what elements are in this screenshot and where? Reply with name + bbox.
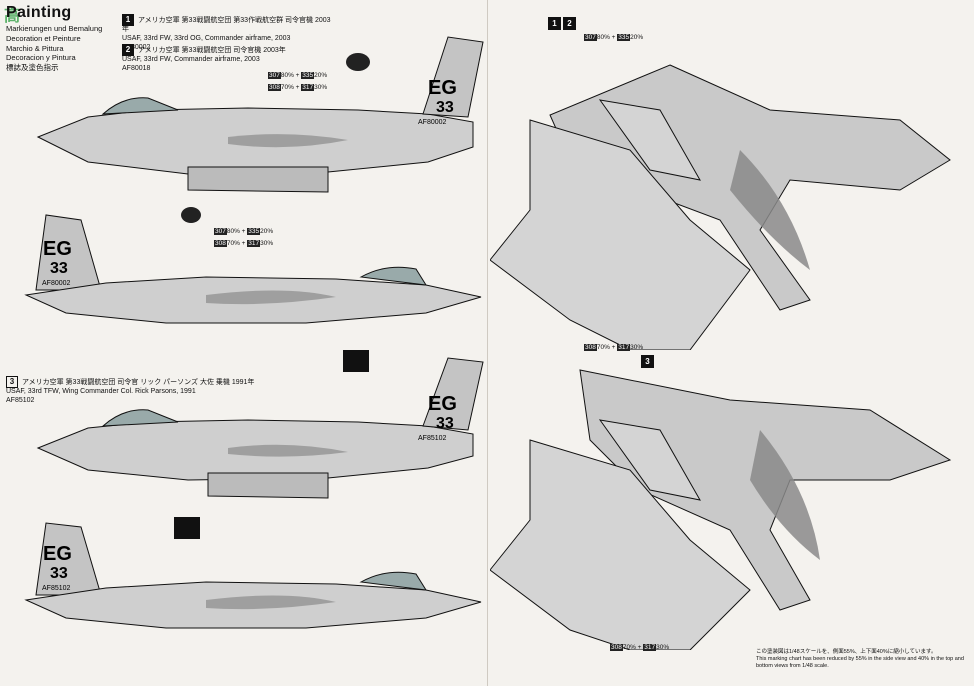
vertical-tail <box>422 357 484 431</box>
camouflage-patch <box>730 150 810 270</box>
scale-note: この塗装図は1/48スケールを、側面55%、上下面40%に縮小しています。 Th… <box>756 649 966 670</box>
camouflage-patch <box>206 595 336 610</box>
tail-serial: AF80002 <box>418 119 447 126</box>
fuel-tank <box>187 166 329 193</box>
eagle-emblem-icon <box>181 207 201 223</box>
subtitle: 標誌及塗色指示 <box>6 63 59 73</box>
side-view-aircraft-2: EG 33 AF80002 <box>24 207 482 324</box>
caption-serial: AF80018 <box>122 64 151 72</box>
fuel-tank <box>207 472 329 499</box>
caption-1: 1 アメリカ空軍 第33戦闘航空団 第33作戦航空群 司令官機 2003年 US… <box>122 14 332 52</box>
tail-serial: AF80002 <box>42 280 71 287</box>
paint-callout: 30870% + 31730% <box>268 84 328 91</box>
caption-serial: AF80002 <box>122 43 151 51</box>
canopy <box>101 409 179 427</box>
canopy <box>101 97 179 115</box>
camouflage-patch <box>750 430 820 560</box>
scale-note-en: This marking chart has been reduced by 5… <box>756 656 964 669</box>
caption-2: 2 アメリカ空軍 第33戦闘航空団 司令官機 2003年 USAF, 33rd … <box>122 44 332 74</box>
bottom-view <box>490 119 751 350</box>
stabilizer <box>598 99 701 181</box>
paint-callout: 30780% + 33520% <box>584 34 644 41</box>
side-view-aircraft-3: EG 33 AF85102 <box>36 350 484 499</box>
caption-en: USAF, 33rd FW, 33rd OG, Commander airfra… <box>122 34 291 42</box>
paint-callout: 30780% + 33520% <box>268 72 328 79</box>
canopy <box>359 266 427 286</box>
paint-callout: 30870% + 31730% <box>214 240 274 247</box>
tail-code: EG <box>43 238 72 260</box>
caption-jp: アメリカ空軍 第33戦闘航空団 司令官機 2003年 <box>137 46 286 54</box>
vertical-tail <box>422 36 484 118</box>
tail-number: 33 <box>436 415 454 432</box>
canopy <box>359 571 427 591</box>
page-title: Painting <box>6 4 72 21</box>
top-bottom-views-3 <box>490 369 952 650</box>
tail-code: EG <box>428 77 457 99</box>
bottom-view <box>490 439 751 650</box>
top-bottom-views-12 <box>490 64 951 350</box>
stabilizer <box>598 419 701 501</box>
caption-jp: アメリカ空軍 第33戦闘航空団 司令官 リック パーソンズ 大佐 乗機 1991… <box>21 378 255 386</box>
caption-3: 3 アメリカ空軍 第33戦闘航空団 司令官 リック パーソンズ 大佐 乗機 19… <box>6 376 276 406</box>
version-marks-bottom: 3 <box>641 355 656 368</box>
tail-code: EG <box>43 543 72 565</box>
subtitle: Marchio & Pittura <box>6 43 64 53</box>
version-mark: 3 <box>641 355 654 368</box>
version-number: 3 <box>6 376 18 388</box>
subtitle: Decoration et Peinture <box>6 33 81 43</box>
page-fold <box>487 0 488 686</box>
caption-en: USAF, 33rd TFW, Wing Commander Col. Rick… <box>6 388 196 395</box>
side-view-aircraft-1: EG 33 AF80002 <box>36 36 484 193</box>
subtitle: Decoracion y Pintura <box>6 53 76 63</box>
tail-number: 33 <box>50 260 68 277</box>
scale-note-jp: この塗装図は1/48スケールを、側面55%、上下面40%に縮小しています。 <box>756 649 937 655</box>
eagle-emblem-icon <box>346 53 370 71</box>
eagle-emblem-icon <box>174 517 200 539</box>
caption-jp: アメリカ空軍 第33戦闘航空団 第33作戦航空群 司令官機 2003年 <box>122 16 331 33</box>
eagle-emblem-icon <box>343 350 369 372</box>
paint-callout: 30780% + 33520% <box>214 228 274 235</box>
camouflage-patch <box>228 444 348 457</box>
subtitle: Markierungen und Bemalung <box>6 24 103 33</box>
camouflage-patch <box>228 134 348 148</box>
page-subtitles: Markierungen und Bemalung Decoration et … <box>6 24 114 73</box>
tail-number: 33 <box>436 99 454 116</box>
side-view-aircraft-4: EG 33 AF85102 <box>24 517 482 629</box>
paint-callout: 30870% + 31730% <box>610 644 670 651</box>
tail-serial: AF85102 <box>42 585 71 592</box>
caption-en: USAF, 33rd FW, Commander airframe, 2003 <box>122 56 260 63</box>
tail-number: 33 <box>50 565 68 582</box>
tail-serial: AF85102 <box>418 435 447 442</box>
paint-callout: 30870% + 31730% <box>584 344 644 351</box>
watermark-logo: 高 <box>4 8 21 25</box>
caption-serial: AF85102 <box>6 396 35 404</box>
version-mark: 1 <box>548 17 561 30</box>
tail-code: EG <box>428 393 457 415</box>
version-mark: 2 <box>563 17 576 30</box>
camouflage-patch <box>206 290 336 305</box>
